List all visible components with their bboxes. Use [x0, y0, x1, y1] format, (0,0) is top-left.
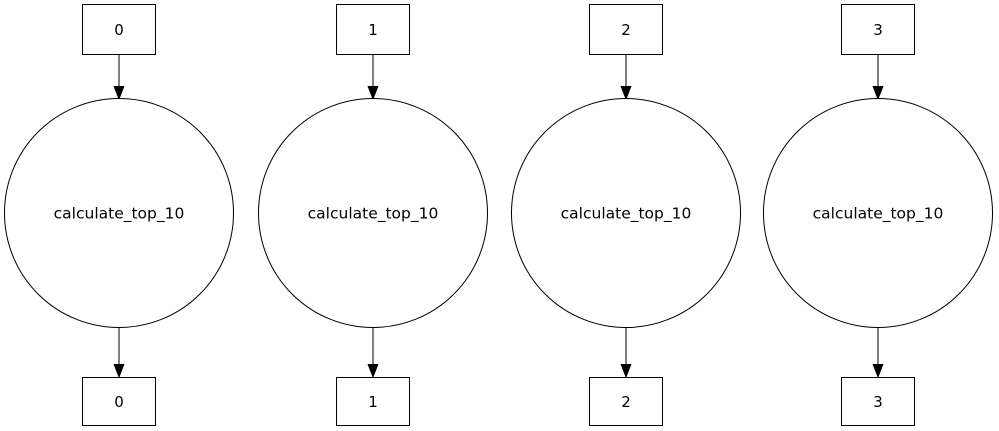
edge-process-to-output-3 [872, 327, 884, 379]
edge-input-to-process-2 [620, 55, 632, 101]
graph-column-2: 2 calculate_top_10 2 [511, 4, 741, 426]
edge-input-to-process-0 [113, 55, 125, 101]
output-node-0[interactable]: 0 [82, 377, 156, 426]
process-node-label: calculate_top_10 [561, 205, 692, 224]
arrowhead-down-icon [367, 364, 379, 379]
edge-process-to-output-0 [113, 327, 125, 379]
arrowhead-down-icon [620, 86, 632, 101]
arrowhead-down-icon [367, 86, 379, 101]
output-node-label: 0 [114, 393, 124, 411]
input-node-box[interactable] [841, 4, 915, 55]
output-node-label: 3 [873, 393, 883, 411]
input-node-box[interactable] [82, 4, 156, 55]
edge-input-to-process-3 [872, 55, 884, 101]
input-node-0[interactable]: 0 [82, 4, 156, 55]
input-node-box[interactable] [589, 4, 663, 55]
edge-process-to-output-2 [620, 327, 632, 379]
output-node-box[interactable] [82, 377, 156, 426]
arrowhead-down-icon [872, 86, 884, 101]
output-node-label: 1 [368, 393, 378, 411]
graph-column-1: 1 calculate_top_10 1 [258, 4, 488, 426]
edge-input-to-process-1 [367, 55, 379, 101]
output-node-box[interactable] [589, 377, 663, 426]
output-node-box[interactable] [336, 377, 410, 426]
output-node-1[interactable]: 1 [336, 377, 410, 426]
graph-column-0: 0 calculate_top_10 0 [4, 4, 234, 426]
output-node-box[interactable] [841, 377, 915, 426]
process-node-1[interactable]: calculate_top_10 [258, 98, 488, 328]
process-node-label: calculate_top_10 [54, 205, 185, 224]
arrowhead-down-icon [620, 364, 632, 379]
input-node-2[interactable]: 2 [589, 4, 663, 55]
process-node-label: calculate_top_10 [813, 205, 944, 224]
input-node-3[interactable]: 3 [841, 4, 915, 55]
process-node-label: calculate_top_10 [308, 205, 439, 224]
edge-process-to-output-1 [367, 327, 379, 379]
process-node-0[interactable]: calculate_top_10 [4, 98, 234, 328]
input-node-label: 2 [621, 21, 631, 39]
arrowhead-down-icon [113, 86, 125, 101]
process-node-2[interactable]: calculate_top_10 [511, 98, 741, 328]
arrowhead-down-icon [113, 364, 125, 379]
graph-column-3: 3 calculate_top_10 3 [763, 4, 993, 426]
arrowhead-down-icon [872, 364, 884, 379]
process-node-3[interactable]: calculate_top_10 [763, 98, 993, 328]
input-node-label: 0 [114, 21, 124, 39]
output-node-label: 2 [621, 393, 631, 411]
output-node-3[interactable]: 3 [841, 377, 915, 426]
output-node-2[interactable]: 2 [589, 377, 663, 426]
input-node-box[interactable] [336, 4, 410, 55]
input-node-1[interactable]: 1 [336, 4, 410, 55]
input-node-label: 3 [873, 21, 883, 39]
input-node-label: 1 [368, 21, 378, 39]
